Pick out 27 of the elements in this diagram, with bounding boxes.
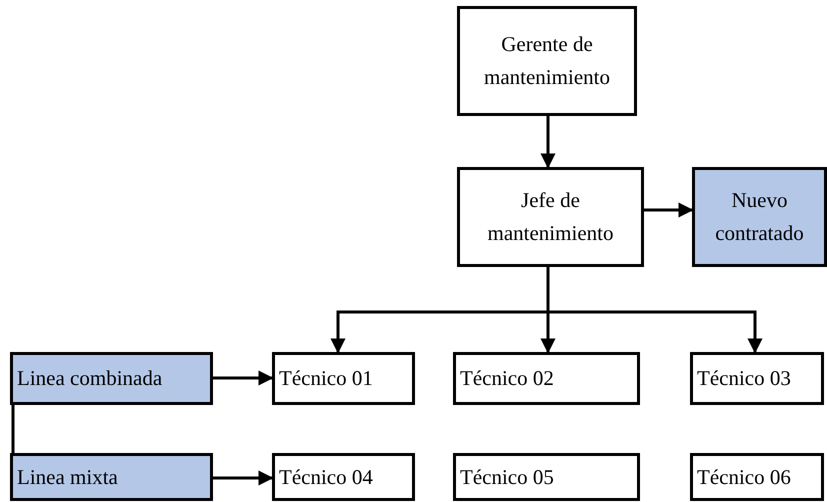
box-label: Linea combinada bbox=[17, 365, 162, 392]
org-box bbox=[10, 453, 213, 501]
org-box bbox=[272, 352, 415, 405]
org-box bbox=[10, 352, 213, 405]
org-box bbox=[453, 453, 640, 501]
box-label: Jefe de mantenimiento bbox=[486, 187, 614, 247]
org-box bbox=[692, 167, 827, 267]
org-box bbox=[453, 352, 640, 405]
box-label: Nuevo contratado bbox=[714, 187, 805, 247]
org-box bbox=[457, 6, 637, 116]
arrow bbox=[540, 116, 556, 168]
org-box bbox=[272, 453, 415, 501]
arrow bbox=[644, 202, 694, 218]
box-label: Técnico 01 bbox=[279, 365, 373, 392]
arrow bbox=[213, 470, 274, 486]
box-label: Técnico 06 bbox=[697, 464, 791, 491]
org-box bbox=[457, 167, 644, 267]
box-label: Linea mixta bbox=[17, 464, 118, 491]
box-label: Técnico 05 bbox=[460, 464, 554, 491]
org-box bbox=[690, 352, 824, 405]
box-label: Gerente de mantenimiento bbox=[483, 31, 611, 91]
connector-line bbox=[12, 405, 14, 453]
org-box bbox=[690, 453, 824, 501]
box-label: Técnico 02 bbox=[460, 365, 554, 392]
box-label: Técnico 04 bbox=[279, 464, 373, 491]
box-label: Técnico 03 bbox=[697, 365, 791, 392]
arrow bbox=[213, 370, 274, 386]
